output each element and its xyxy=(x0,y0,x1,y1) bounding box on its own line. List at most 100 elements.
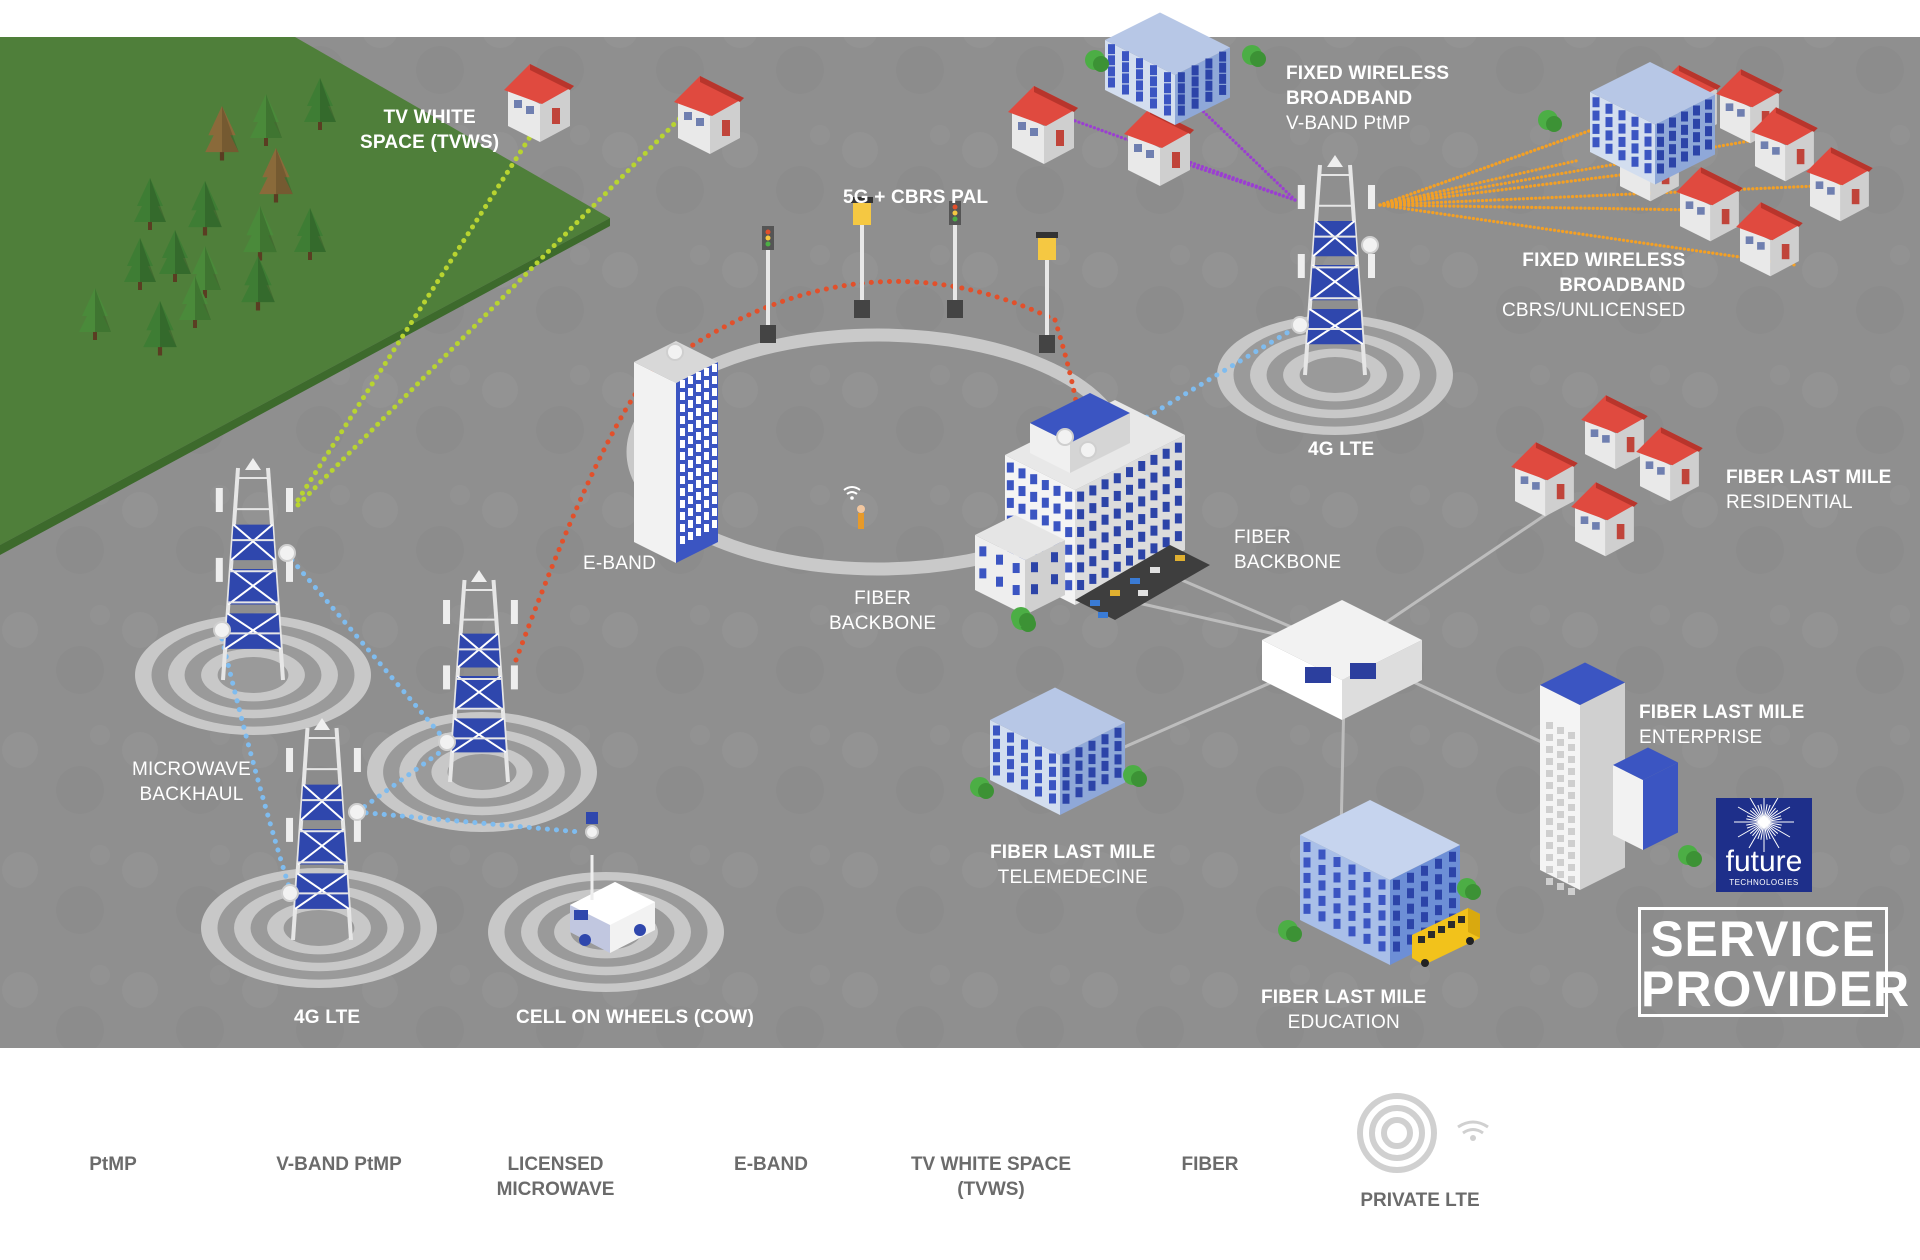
parking-lot xyxy=(1075,545,1210,620)
house xyxy=(1751,107,1818,182)
label-lte-right: 4G LTE xyxy=(1308,437,1374,462)
label-enterprise: FIBER LAST MILE ENTERPRISE xyxy=(1639,700,1805,750)
legend-label-eband: E-BAND xyxy=(686,1152,856,1177)
tree xyxy=(134,178,166,230)
cell-tower-lte xyxy=(286,718,361,941)
microwave-link xyxy=(1089,322,1303,453)
traffic-light xyxy=(760,226,776,343)
legend-label-private-lte: PRIVATE LTE xyxy=(1340,1188,1500,1213)
microwave-dish xyxy=(213,621,231,639)
house xyxy=(1806,147,1873,222)
tree xyxy=(304,78,336,130)
cbrs-label: 5G + CBRS PAL xyxy=(843,187,989,208)
car xyxy=(1090,600,1100,606)
ptmp-link xyxy=(1378,183,1842,207)
wifi-icon xyxy=(1457,1120,1489,1141)
house xyxy=(1676,167,1743,242)
grass-field xyxy=(0,37,610,545)
fwb-vband-line3: V-BAND PtMP xyxy=(1286,113,1411,134)
microwave-dish xyxy=(666,343,684,361)
burst-ray xyxy=(1748,821,1765,849)
forest xyxy=(79,78,336,356)
tree xyxy=(294,208,326,260)
label-eband: E-BAND xyxy=(583,551,656,576)
tvws-link xyxy=(295,87,563,503)
residential-line2: RESIDENTIAL xyxy=(1726,492,1853,513)
house xyxy=(504,64,574,142)
label-tvws: TV WHITE SPACE (TVWS) xyxy=(360,105,499,155)
house xyxy=(1636,427,1703,502)
legend-microwave-line2: MICROWAVE xyxy=(496,1179,615,1200)
legend-label-vband: V-BAND PtMP xyxy=(254,1152,424,1177)
ptmp-link xyxy=(1378,158,1582,207)
service-provider-line2: PROVIDER xyxy=(1641,961,1911,1017)
cell-tower-microwave xyxy=(215,458,293,681)
telemedicine-line1: FIBER LAST MILE xyxy=(990,842,1156,863)
car xyxy=(1138,590,1148,596)
ptmp-link xyxy=(1378,168,1662,207)
logo-word: future xyxy=(1725,845,1803,878)
bush xyxy=(1465,884,1481,900)
microwave-dish xyxy=(438,733,456,751)
bush xyxy=(978,783,994,799)
legend-private-lte-line1: PRIVATE LTE xyxy=(1360,1190,1480,1211)
coverage-ring-set xyxy=(201,868,437,988)
eband-link xyxy=(1052,317,1085,453)
fiber-hub xyxy=(1262,600,1422,720)
legend-fiber-line1: FIBER xyxy=(1181,1154,1239,1175)
car xyxy=(1150,567,1160,573)
cell-on-wheels-truck xyxy=(570,812,655,953)
school-building xyxy=(1300,800,1460,965)
service-provider-line1: SERVICE xyxy=(1650,911,1876,967)
tree xyxy=(188,180,222,236)
coverage-ring-set xyxy=(1217,315,1453,435)
school-bus xyxy=(1412,908,1480,967)
microwave-dish xyxy=(1079,441,1097,459)
network-scene xyxy=(0,12,1920,1048)
label-cow: CELL ON WHEELS (COW) xyxy=(516,1005,754,1030)
tree xyxy=(205,105,239,161)
microwave-dish xyxy=(278,544,296,562)
fwb-vband-line2: BROADBAND xyxy=(1286,88,1413,109)
car xyxy=(1110,590,1120,596)
coverage-rings xyxy=(135,315,1453,992)
bush xyxy=(1131,771,1147,787)
tree xyxy=(243,205,277,261)
fwb-cbrs-line3: CBRS/UNLICENSED xyxy=(1502,300,1686,321)
fiber-hub-line1: FIBER xyxy=(1234,527,1291,548)
enterprise-line1: FIBER LAST MILE xyxy=(1639,702,1805,723)
ptmp-link xyxy=(1378,203,1702,212)
bush xyxy=(1686,851,1702,867)
grass-edge xyxy=(0,218,610,555)
label-lte-left: 4G LTE xyxy=(294,1005,360,1030)
ptmp-link xyxy=(1378,203,1797,267)
house xyxy=(1571,482,1638,557)
legend-vband-line1: V-BAND PtMP xyxy=(276,1154,402,1175)
tree xyxy=(241,255,275,311)
label-fiber-hub: FIBER BACKBONE xyxy=(1234,525,1341,575)
legend-tvws-line2: (TVWS) xyxy=(957,1179,1025,1200)
tree xyxy=(259,147,293,203)
future-technologies-logo: future TECHNOLOGIES xyxy=(1716,798,1812,892)
tree xyxy=(159,230,191,282)
car xyxy=(1098,612,1108,618)
apartment-vband xyxy=(1105,12,1230,125)
burst-ray xyxy=(1763,798,1779,823)
lte-right-label: 4G LTE xyxy=(1308,439,1375,460)
label-fwb-cbrs: FIXED WIRELESS BROADBAND CBRS/UNLICENSED xyxy=(1502,248,1686,323)
headquarters-annex xyxy=(975,515,1065,615)
label-fwb-vband: FIXED WIRELESS BROADBAND V-BAND PtMP xyxy=(1286,61,1449,136)
legend-label-tvws: TV WHITE SPACE (TVWS) xyxy=(906,1152,1076,1202)
legend-tvws-line1: TV WHITE SPACE xyxy=(910,1154,1072,1175)
house xyxy=(1008,86,1078,164)
tree xyxy=(143,300,177,356)
residential-line1: FIBER LAST MILE xyxy=(1726,467,1892,488)
street-lamp xyxy=(1036,232,1058,353)
house xyxy=(1581,395,1648,470)
eband-link xyxy=(682,278,1058,353)
microwave-link xyxy=(354,809,583,835)
bush xyxy=(1250,51,1266,67)
